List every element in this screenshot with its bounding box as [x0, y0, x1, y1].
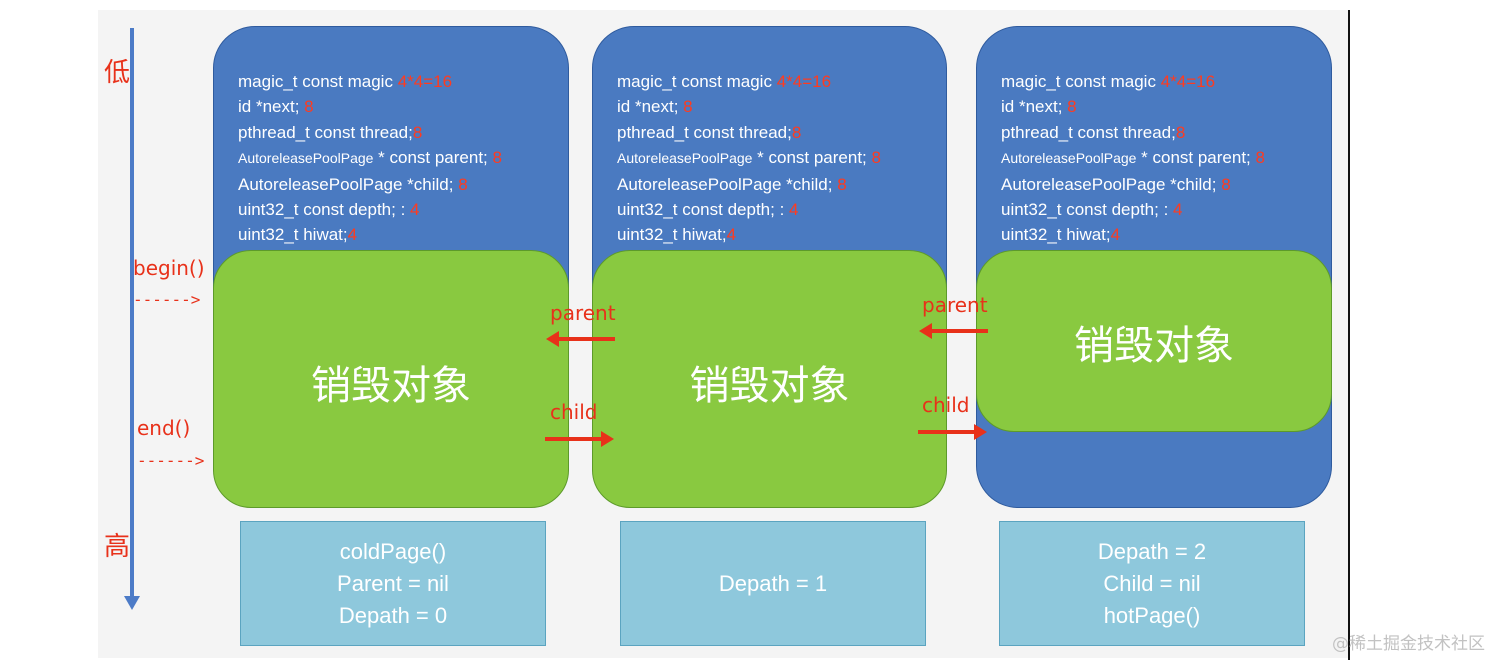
child-link-label: child	[922, 393, 970, 417]
field-child: AutoreleasePoolPage *child; 8	[238, 174, 468, 194]
field-next: id *next; 8	[238, 97, 314, 117]
info-line: Depath = 2	[1097, 538, 1207, 564]
page-1-content-area: 销毁对象	[592, 250, 947, 508]
info-line: Depath = 1	[718, 570, 828, 596]
page-1-info-box: Depath = 1	[620, 521, 926, 646]
field-magic: magic_t const magic 4*4=16	[617, 72, 832, 91]
page-1-content-label: 销毁对象	[689, 363, 850, 409]
page-0-fields: magic_t const magic 4*4=16 id *next; 8 p…	[238, 69, 502, 248]
field-thread: pthread_t const thread;8	[1001, 122, 1186, 142]
info-line: Depath = 0	[338, 602, 448, 628]
info-line: coldPage()	[339, 538, 447, 564]
begin-marker-label: begin()	[133, 256, 205, 280]
field-hiwat: uint32_t hiwat;4	[238, 225, 358, 245]
begin-marker-arrow: ------>	[133, 290, 201, 309]
page-2-content-label: 销毁对象	[1074, 323, 1234, 369]
info-line: Parent = nil	[337, 570, 449, 596]
field-hiwat: uint32_t hiwat;4	[617, 225, 737, 245]
child-arrow-icon	[545, 431, 614, 447]
end-marker-label: end()	[137, 416, 191, 440]
right-border-line	[1348, 10, 1350, 660]
page-2-info-box: Depath = 2 Child = nil hotPage()	[999, 521, 1305, 646]
field-child: AutoreleasePoolPage *child; 8	[1001, 174, 1231, 194]
field-depth: uint32_t const depth; : 4	[1001, 200, 1183, 220]
axis-arrow-head-icon	[124, 596, 140, 610]
info-line: hotPage()	[1103, 602, 1201, 628]
field-thread: pthread_t const thread;8	[617, 122, 802, 142]
page-0-info-box: coldPage() Parent = nil Depath = 0	[240, 521, 546, 646]
parent-link-label: parent	[550, 301, 616, 325]
axis-low-label: 低	[104, 58, 131, 88]
field-next: id *next; 8	[617, 97, 693, 117]
parent-link-label: parent	[922, 293, 988, 317]
info-line: Child = nil	[1103, 570, 1201, 596]
field-depth: uint32_t const depth; : 4	[617, 200, 799, 220]
child-link-label: child	[550, 400, 598, 424]
field-next: id *next; 8	[1001, 97, 1077, 117]
field-depth: uint32_t const depth; : 4	[238, 200, 420, 220]
page-1-fields: magic_t const magic 4*4=16 id *next; 8 p…	[617, 69, 881, 248]
field-hiwat: uint32_t hiwat;4	[1001, 225, 1121, 245]
field-magic: magic_t const magic 4*4=16	[238, 72, 453, 91]
page-0-content-label: 销毁对象	[311, 363, 471, 409]
parent-arrow-icon	[919, 323, 988, 339]
child-arrow-icon	[918, 424, 987, 440]
field-child: AutoreleasePoolPage *child; 8	[617, 174, 847, 194]
watermark-text: @稀土掘金技术社区	[1332, 634, 1485, 654]
axis-high-label: 高	[104, 532, 131, 562]
page-2-fields: magic_t const magic 4*4=16 id *next; 8 p…	[1001, 69, 1265, 248]
field-thread: pthread_t const thread;8	[238, 122, 423, 142]
field-parent: AutoreleasePoolPage * const parent; 8	[617, 148, 881, 168]
page-0-content-area: 销毁对象	[213, 250, 569, 508]
page-2-content-area: 销毁对象	[976, 250, 1332, 432]
address-axis	[130, 28, 134, 600]
field-parent: AutoreleasePoolPage * const parent; 8	[1001, 148, 1265, 168]
parent-arrow-icon	[546, 331, 615, 347]
field-magic: magic_t const magic 4*4=16	[1001, 72, 1216, 91]
field-parent: AutoreleasePoolPage * const parent; 8	[238, 148, 502, 168]
end-marker-arrow: ------>	[137, 451, 205, 470]
